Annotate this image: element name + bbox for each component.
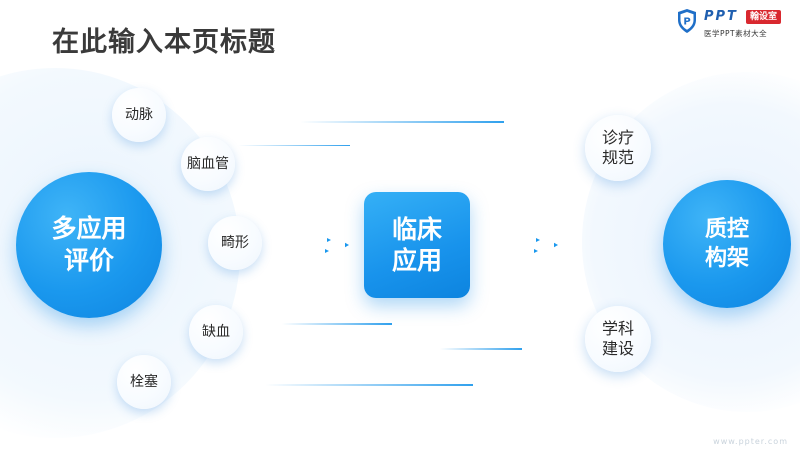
center-label: 临床应用 xyxy=(391,215,442,275)
left-item-circle: 栓塞 xyxy=(117,355,171,409)
left-item-label: 缺血 xyxy=(202,323,230,340)
left-main-label: 多应用评价 xyxy=(51,214,127,275)
right-main-label: 质控构架 xyxy=(704,217,749,271)
left-main-circle: 多应用评价 xyxy=(16,172,162,318)
flow-line xyxy=(282,323,392,325)
right-item-circle: 诊疗规范 xyxy=(585,115,651,181)
left-item-circle: 脑血管 xyxy=(181,137,235,191)
left-item-label: 动脉 xyxy=(125,106,153,123)
watermark: www.ppter.com xyxy=(713,437,788,446)
shield-icon: P xyxy=(678,9,696,33)
left-item-label: 畸形 xyxy=(221,234,249,251)
right-item-label: 学科建设 xyxy=(601,319,634,358)
flow-line xyxy=(300,121,504,123)
flow-line xyxy=(265,384,473,386)
page-title: 在此输入本页标题 xyxy=(52,27,276,58)
right-main-circle: 质控构架 xyxy=(663,180,791,308)
logo-brand-text: PPT xyxy=(704,9,738,24)
brand-logo: P PPT 翰设室 医学PPT素材大全 xyxy=(676,8,792,42)
left-item-circle: 动脉 xyxy=(112,88,166,142)
flow-line xyxy=(238,145,350,146)
arrow-group-left xyxy=(285,236,351,256)
left-item-circle: 畸形 xyxy=(208,216,262,270)
logo-subtitle: 医学PPT素材大全 xyxy=(704,29,768,38)
svg-text:P: P xyxy=(683,17,690,28)
logo-badge: 翰设室 xyxy=(746,10,782,24)
left-item-circle: 缺血 xyxy=(189,305,243,359)
right-item-label: 诊疗规范 xyxy=(601,128,634,167)
arrows-icon xyxy=(494,238,558,253)
flow-line xyxy=(440,348,522,350)
left-item-label: 栓塞 xyxy=(130,373,158,390)
arrow-group-right xyxy=(494,236,560,256)
right-item-circle: 学科建设 xyxy=(585,306,651,372)
left-item-label: 脑血管 xyxy=(187,155,229,172)
arrows-icon xyxy=(285,238,349,253)
center-box: 临床应用 xyxy=(364,192,470,298)
